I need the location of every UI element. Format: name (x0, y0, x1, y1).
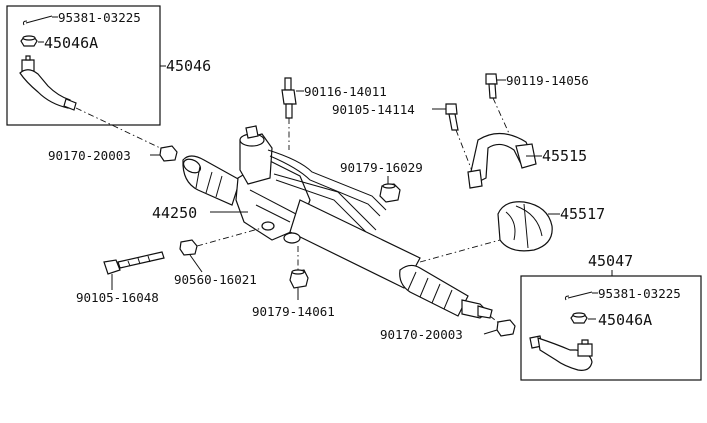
label-45517: 45517 (560, 205, 605, 223)
label-45515: 45515 (542, 147, 587, 165)
bolt-90116[interactable] (281, 77, 297, 119)
label-45046: 45046 (166, 57, 211, 75)
nut-90179-16029[interactable] (379, 183, 401, 203)
label-45047: 45047 (588, 252, 633, 270)
label-95381-top: 95381-03225 (58, 10, 141, 25)
bolt-90119[interactable] (485, 73, 498, 99)
cotter-pin-95381-top[interactable] (22, 15, 53, 26)
label-44250: 44250 (152, 204, 197, 222)
label-90179-16029: 90179-16029 (340, 160, 423, 175)
label-45046a-bottom: 45046A (598, 311, 652, 329)
label-95381-bottom: 95381-03225 (598, 286, 681, 301)
bushing-45517[interactable] (497, 201, 553, 252)
tie-rod-end-left[interactable] (19, 55, 77, 111)
nut-90170-right[interactable] (496, 319, 516, 337)
bracket-45515[interactable] (467, 132, 537, 189)
tie-rod-end-right[interactable] (529, 335, 593, 371)
label-90170-right: 90170-20003 (380, 327, 463, 342)
label-90105-16048: 90105-16048 (76, 290, 159, 305)
label-90116: 90116-14011 (304, 84, 387, 99)
nut-90170-left[interactable] (159, 145, 178, 162)
label-90119: 90119-14056 (506, 73, 589, 88)
label-45046a-top: 45046A (44, 34, 98, 52)
bolt-90105-16048[interactable] (103, 251, 165, 275)
cotter-pin-95381-bottom[interactable] (564, 291, 593, 301)
label-90179-14061: 90179-14061 (252, 304, 335, 319)
castle-nut-45046a-bottom[interactable] (570, 312, 588, 324)
steering-rack-assembly-44250[interactable] (181, 125, 493, 319)
label-90170-left: 90170-20003 (48, 148, 131, 163)
bolt-90105-14114[interactable] (445, 103, 459, 131)
label-90105-14114: 90105-14114 (332, 102, 415, 117)
tie-rod-end-kit-box-45047 (520, 275, 702, 381)
nut-90179-14061[interactable] (289, 269, 309, 289)
castle-nut-45046a-top[interactable] (20, 35, 38, 47)
label-90560: 90560-16021 (174, 272, 257, 287)
nut-90560[interactable] (179, 239, 198, 256)
